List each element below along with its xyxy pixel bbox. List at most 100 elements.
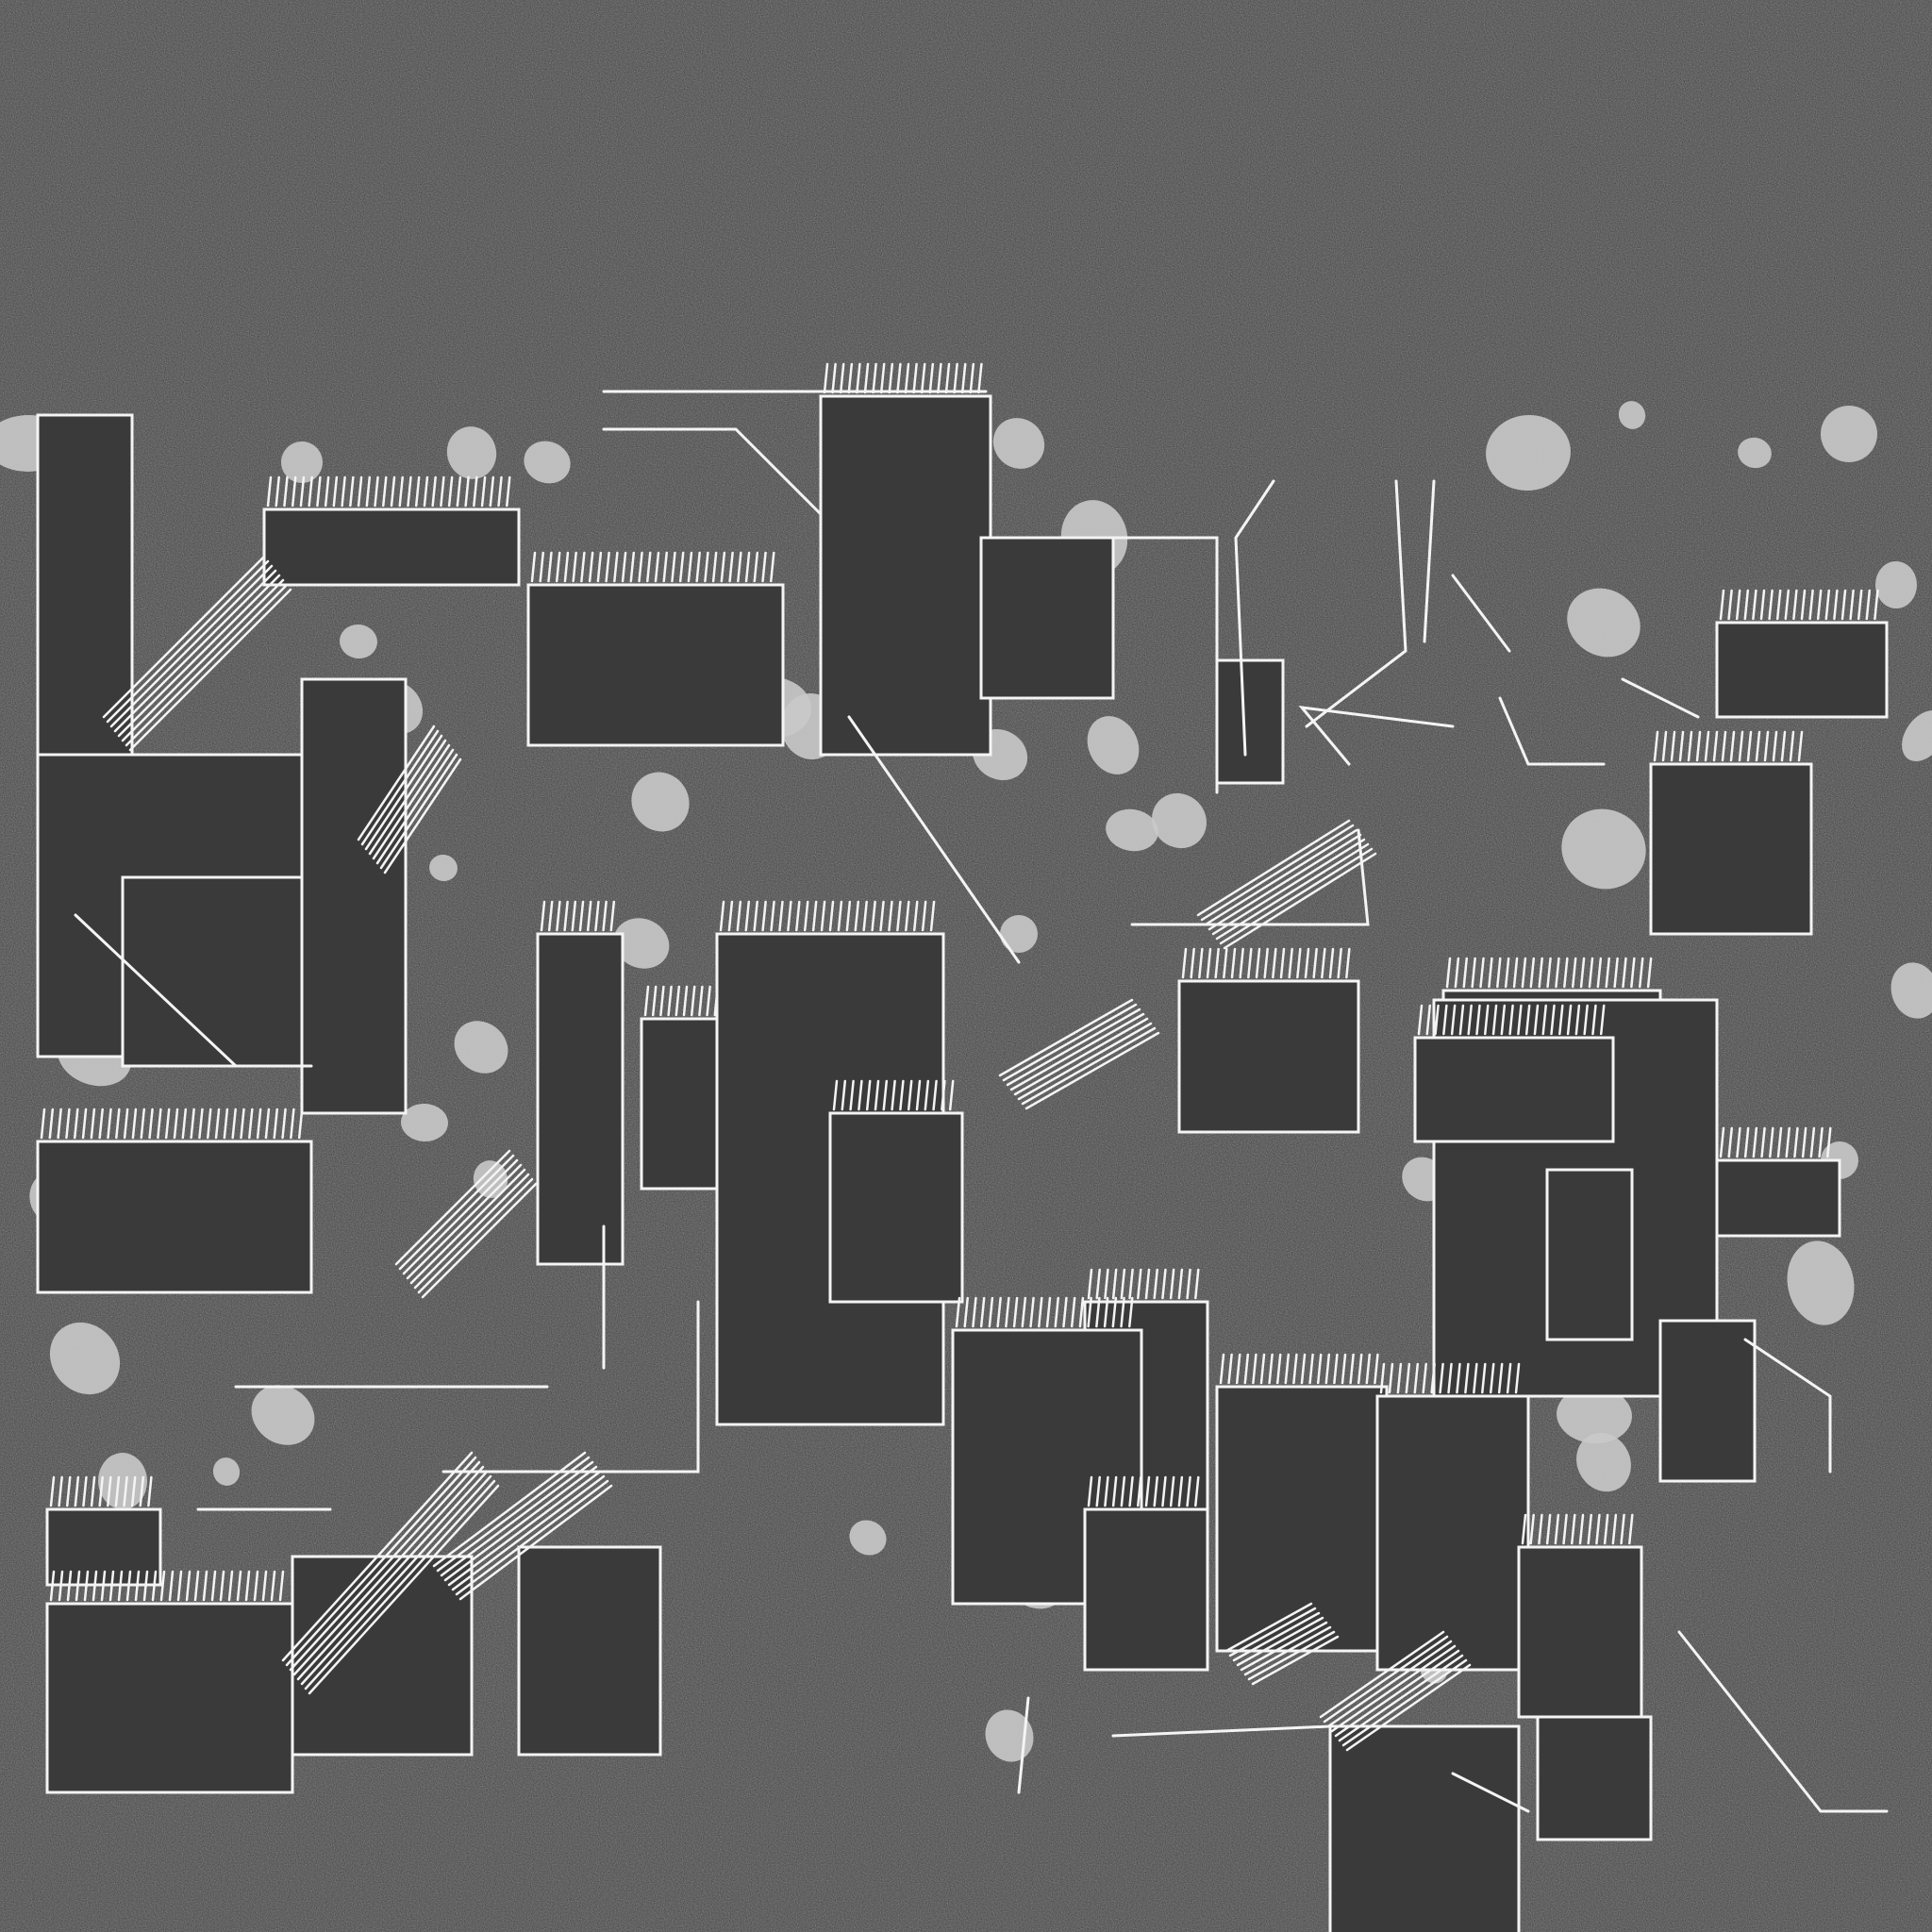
connector-line bbox=[1621, 677, 1700, 719]
hatch-stroke bbox=[737, 551, 742, 583]
hatch-stroke bbox=[1755, 730, 1761, 762]
hatch-stroke bbox=[1341, 1353, 1347, 1385]
hatch-stroke bbox=[888, 900, 893, 932]
hatch-stroke bbox=[1780, 730, 1787, 762]
hatch-stroke bbox=[299, 475, 306, 508]
texture-blob bbox=[446, 426, 497, 479]
hatch-stroke bbox=[1538, 1513, 1543, 1545]
hatch-stroke bbox=[977, 362, 983, 394]
sketch-box bbox=[45, 1602, 294, 1794]
hatch-stroke bbox=[90, 1108, 96, 1140]
hatch-stroke bbox=[1678, 730, 1685, 762]
hatch-stroke bbox=[744, 551, 751, 583]
slab-stroke bbox=[1024, 1031, 1160, 1110]
hatch-stroke bbox=[357, 475, 363, 508]
texture-blob bbox=[429, 854, 458, 882]
hatch-stroke bbox=[131, 1108, 138, 1140]
hatch-stroke bbox=[719, 900, 725, 932]
hatch-stroke bbox=[266, 475, 273, 508]
hatch-stroke bbox=[924, 1079, 930, 1111]
hatch-stroke bbox=[190, 1108, 195, 1140]
texture-blob bbox=[992, 418, 1045, 469]
hatch-stroke bbox=[1538, 957, 1543, 989]
hatch-stroke bbox=[1759, 589, 1766, 621]
sketch-box bbox=[1413, 1036, 1615, 1143]
hatch-stroke bbox=[1738, 730, 1744, 762]
hatch-stroke bbox=[879, 362, 886, 394]
hatch-stroke bbox=[1471, 957, 1476, 989]
hatch-stroke bbox=[1588, 957, 1594, 989]
hatch-stroke bbox=[1194, 1268, 1200, 1300]
hatch-stroke bbox=[130, 1475, 137, 1507]
hatch-stroke bbox=[1194, 1475, 1200, 1507]
hatch-stroke bbox=[1792, 589, 1798, 621]
hatch-stroke bbox=[1288, 947, 1293, 979]
texture-blob bbox=[985, 1709, 1034, 1762]
hatch-stroke bbox=[82, 1475, 88, 1507]
hatch-stroke bbox=[107, 1108, 112, 1140]
hatch-stroke bbox=[1321, 947, 1326, 979]
hatch-stroke bbox=[1161, 1268, 1167, 1300]
texture-blob bbox=[849, 1520, 887, 1556]
slab-stroke bbox=[379, 753, 458, 870]
slab-stroke bbox=[436, 1456, 591, 1573]
hatch-stroke bbox=[58, 1475, 63, 1507]
hatch-stroke bbox=[1579, 957, 1586, 989]
hatch-stroke bbox=[1857, 589, 1863, 621]
hatch-stroke bbox=[1491, 1004, 1498, 1036]
texture-blob bbox=[1902, 710, 1932, 761]
hatch-stroke bbox=[1447, 1362, 1453, 1394]
hatch-stroke bbox=[1529, 957, 1536, 989]
hatch-stroke bbox=[1272, 947, 1277, 979]
connector-line bbox=[847, 715, 1021, 964]
hatch-stroke bbox=[1545, 1513, 1552, 1545]
hatch-stroke bbox=[839, 362, 845, 394]
slab-stroke bbox=[1326, 1640, 1453, 1728]
sketched-structures bbox=[36, 362, 1889, 1932]
hatch-stroke bbox=[407, 475, 412, 508]
hatch-stroke bbox=[629, 551, 636, 583]
hatch-stroke bbox=[1793, 1126, 1799, 1158]
hatch-stroke bbox=[142, 1570, 149, 1602]
hatch-stroke bbox=[1177, 1268, 1184, 1300]
hatch-stroke bbox=[972, 1296, 977, 1328]
hatch-stroke bbox=[1062, 1296, 1068, 1328]
hatch-stroke bbox=[1357, 1353, 1363, 1385]
hatch-stroke bbox=[1312, 947, 1318, 979]
connector-line bbox=[989, 536, 1219, 794]
hatch-stroke bbox=[1296, 947, 1302, 979]
hatch-stroke bbox=[92, 1570, 98, 1602]
hatch-stroke bbox=[1571, 957, 1577, 989]
hatch-stroke bbox=[1104, 1268, 1109, 1300]
hatch-stroke bbox=[324, 475, 330, 508]
hatch-stroke bbox=[1800, 589, 1807, 621]
hatch-stroke bbox=[1611, 1513, 1618, 1545]
hatch-stroke bbox=[602, 900, 608, 932]
hatch-stroke bbox=[778, 900, 784, 932]
hatch-stroke bbox=[214, 1108, 221, 1140]
hatch-stroke bbox=[1365, 1353, 1372, 1385]
slab-stroke bbox=[383, 758, 462, 874]
hatch-stroke bbox=[1562, 1513, 1568, 1545]
hatch-stroke bbox=[770, 900, 775, 932]
sketch-box bbox=[36, 413, 134, 813]
hatch-stroke bbox=[621, 551, 627, 583]
slab-stroke bbox=[1251, 1635, 1340, 1686]
hatch-stroke bbox=[1045, 1296, 1052, 1328]
hatch-stroke bbox=[114, 1475, 121, 1507]
hatch-stroke bbox=[849, 1079, 855, 1111]
hatch-stroke bbox=[1776, 1126, 1783, 1158]
hatch-stroke bbox=[1324, 1353, 1331, 1385]
hatch-stroke bbox=[374, 475, 379, 508]
hatch-stroke bbox=[1467, 1004, 1473, 1036]
connector-line bbox=[441, 1300, 700, 1474]
connector-line bbox=[1130, 828, 1370, 926]
hatch-stroke bbox=[65, 1475, 72, 1507]
hatch-stroke bbox=[905, 900, 910, 932]
hatch-stroke bbox=[969, 362, 975, 394]
sketch-box bbox=[121, 875, 304, 1068]
hatch-stroke bbox=[904, 362, 910, 394]
connector-line bbox=[1111, 1724, 1332, 1738]
slab-stroke bbox=[102, 555, 266, 719]
sketch-box bbox=[1536, 1715, 1653, 1841]
